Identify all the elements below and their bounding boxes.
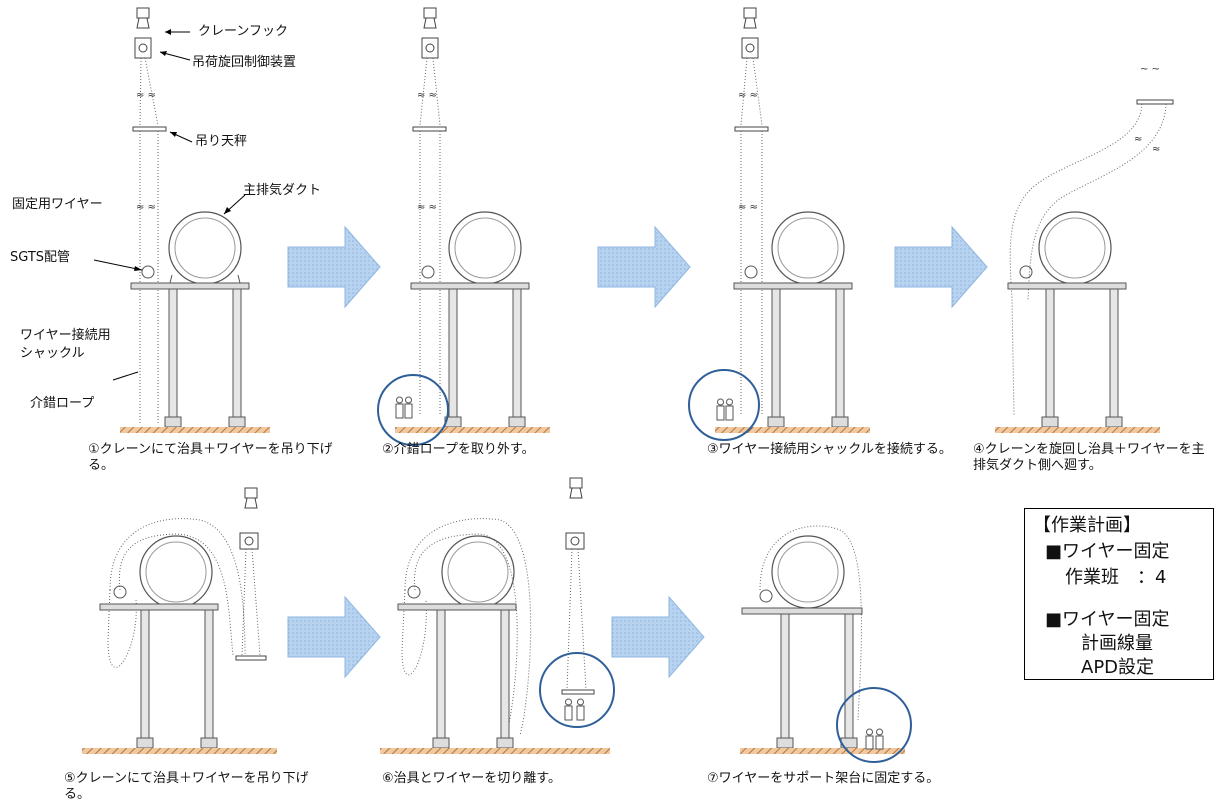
caption-step4: ④クレーンを旋回し治具＋ワイヤーを主排気ダクト側へ廻す。 — [973, 442, 1205, 473]
label-shackle-2: シャックル — [20, 346, 85, 361]
plan-line3: ■ワイヤー固定 — [1045, 609, 1170, 630]
caption-step2: ②介錯ロープを取り外す。 — [382, 442, 535, 457]
focus-circle — [377, 374, 449, 446]
step3-scene: ≈ ≈ ≈ ≈ — [688, 7, 870, 441]
caption-step6: ⑥治具とワイヤーを切り離す。 — [382, 771, 561, 786]
svg-text:≈ ≈: ≈ ≈ — [136, 202, 156, 213]
caption-step7: ⑦ワイヤーをサポート架台に固定する。 — [707, 771, 940, 786]
plan-line1: ■ワイヤー固定 — [1045, 541, 1170, 562]
focus-circle — [539, 652, 615, 728]
svg-text:≈ ≈: ≈ ≈ — [738, 202, 758, 213]
label-crane-hook: クレーンフック — [198, 24, 288, 39]
workers-icon — [395, 396, 413, 419]
label-sgts-pipe: SGTS配管 — [10, 250, 71, 265]
step4-scene: ~ ~ ≈ ≈ — [995, 64, 1174, 433]
label-main-duct: 主排気ダクト — [243, 183, 322, 198]
label-rotation-device: 吊荷旋回制御装置 — [192, 55, 297, 70]
label-lifting-beam: 吊り天秤 — [195, 134, 248, 149]
caption-step1: ①クレーンにて治具＋ワイヤーを吊り下げる。 — [88, 442, 333, 473]
step-arrow-3-icon — [894, 225, 988, 309]
plan-line5: APD設定 — [1081, 657, 1155, 678]
svg-text:≈ ≈: ≈ ≈ — [738, 90, 758, 101]
svg-text:≈: ≈ — [1134, 134, 1142, 145]
label-fixing-wire: 固定用ワイヤー — [12, 197, 103, 212]
step2-scene: ≈ ≈ ≈ ≈ — [377, 7, 550, 446]
svg-text:≈ ≈: ≈ ≈ — [136, 90, 156, 101]
step6-scene — [380, 477, 615, 754]
work-plan-box: 【作業計画】 ■ワイヤー固定 作業班 ：4 ■ワイヤー固定 計画線量 APD設定 — [1024, 508, 1214, 680]
focus-circle — [688, 369, 760, 441]
step-arrow-2-icon — [597, 225, 691, 309]
svg-text:≈: ≈ — [1152, 144, 1160, 155]
label-guide-rope: 介錯ロープ — [30, 396, 95, 411]
step-arrow-1-icon — [287, 225, 381, 309]
step-arrow-5-icon — [611, 595, 705, 679]
step-arrow-4-icon — [287, 595, 381, 679]
step5-scene — [82, 487, 277, 754]
workers-icon — [564, 698, 585, 721]
workers-icon — [865, 728, 884, 750]
caption-step3: ③ワイヤー接続用シャックルを接続する。 — [707, 442, 952, 457]
svg-text:~ ~: ~ ~ — [1140, 64, 1160, 75]
plan-line2: 作業班 ：4 — [1065, 567, 1167, 588]
label-shackle-1: ワイヤー接続用 — [20, 328, 111, 343]
svg-text:≈ ≈: ≈ ≈ — [417, 90, 437, 101]
svg-text:≈ ≈: ≈ ≈ — [417, 202, 437, 213]
step1-scene: ≈ ≈ ≈ ≈ — [93, 7, 270, 433]
plan-line4: 計画線量 — [1081, 633, 1153, 654]
step7-scene — [740, 525, 912, 763]
plan-title: 【作業計画】 — [1033, 515, 1141, 536]
focus-circle — [836, 687, 912, 763]
caption-step5: ⑤クレーンにて治具＋ワイヤーを吊り下げる。 — [64, 771, 309, 802]
workers-icon — [716, 398, 734, 421]
